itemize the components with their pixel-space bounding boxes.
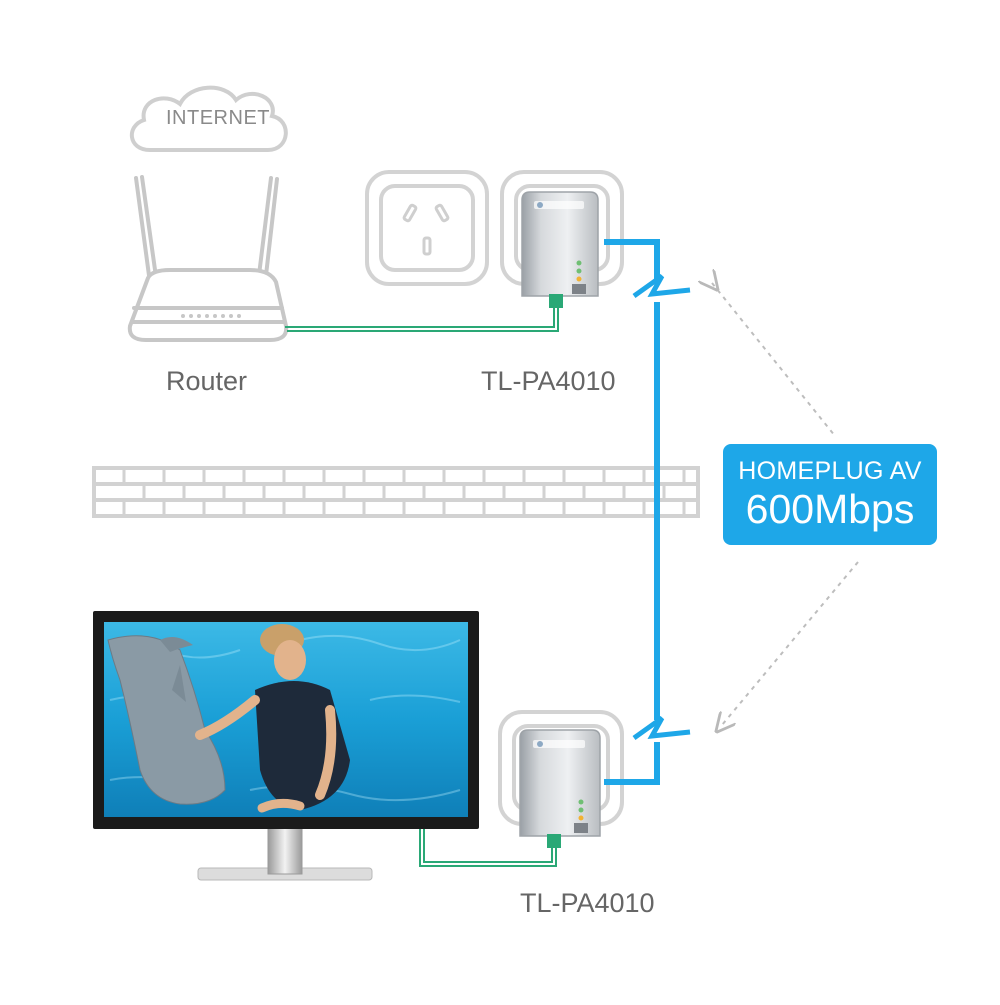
router-icon — [127, 175, 289, 342]
ethernet-cable-top — [285, 300, 559, 332]
adapter-bottom-label: TL-PA4010 — [520, 888, 655, 918]
lightning-icon — [632, 273, 691, 299]
monitor-icon — [93, 611, 479, 881]
adapter-top-label: TL-PA4010 — [481, 366, 616, 396]
powerline-link — [604, 239, 660, 785]
powerline-adapter-icon — [498, 710, 624, 848]
cloud-icon — [129, 85, 288, 152]
router-label: Router — [166, 366, 248, 396]
badge-standard: HOMEPLUG AV — [738, 457, 922, 485]
double-arrow-icon — [712, 283, 859, 725]
ethernet-cable-bottom — [419, 829, 557, 867]
internet-label: INTERNET — [166, 107, 270, 129]
powerline-adapter-icon — [500, 170, 624, 308]
badge-speed: 600Mbps — [745, 486, 915, 532]
homeplug-badge: HOMEPLUG AV 600Mbps — [723, 444, 937, 545]
wall-socket-icon — [365, 170, 489, 286]
brick-wall-icon — [92, 466, 700, 518]
lightning-icon — [632, 715, 691, 741]
